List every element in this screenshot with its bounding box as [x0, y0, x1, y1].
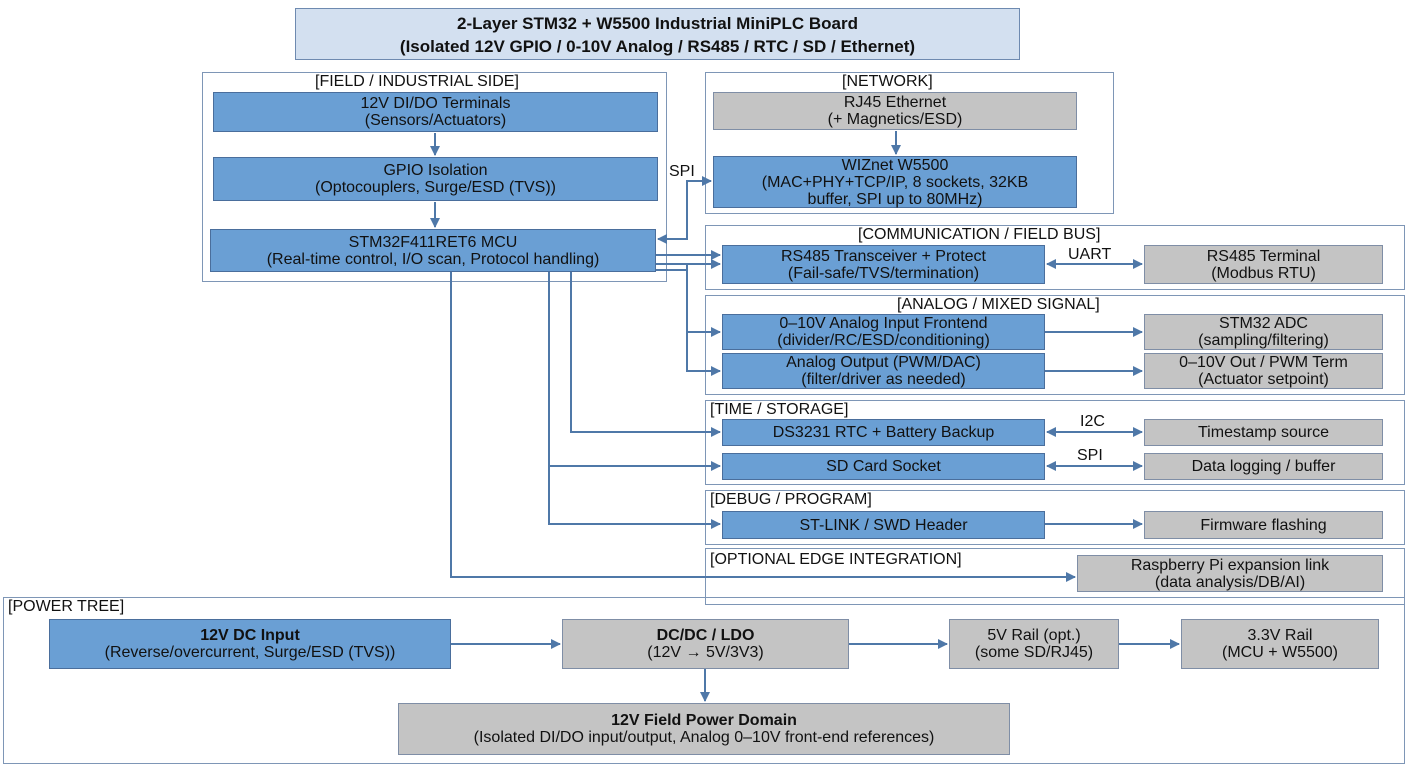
block-title: Timestamp source	[1198, 424, 1329, 441]
edge-label-spi-w5500: SPI	[669, 163, 695, 180]
block-stm32-adc: STM32 ADC (sampling/filtering)	[1144, 314, 1383, 350]
edge-label-spi-sd: SPI	[1077, 447, 1103, 464]
block-rtc: DS3231 RTC + Battery Backup	[722, 419, 1045, 446]
block-subtitle: (Sensors/Actuators)	[364, 112, 507, 129]
group-network	[705, 72, 1114, 214]
block-data-logging: Data logging / buffer	[1144, 453, 1383, 480]
block-rs485-transceiver: RS485 Transceiver + Protect (Fail-safe/T…	[722, 245, 1045, 284]
block-title: 0–10V Analog Input Frontend	[779, 315, 988, 332]
block-title: STM32F411RET6 MCU	[348, 233, 518, 251]
block-title: Analog Output (PWM/DAC)	[786, 354, 981, 371]
edge-label-uart: UART	[1068, 246, 1112, 263]
block-title: RJ45 Ethernet	[843, 94, 947, 111]
block-sd-socket: SD Card Socket	[722, 453, 1045, 480]
block-analog-input: 0–10V Analog Input Frontend (divider/RC/…	[722, 314, 1045, 350]
block-mcu: STM32F411RET6 MCU (Real-time control, I/…	[210, 229, 656, 272]
block-title: GPIO Isolation	[383, 162, 488, 179]
wire-mcu-analog-out	[686, 332, 721, 376]
group-debug	[705, 490, 1405, 545]
block-title: DS3231 RTC + Battery Backup	[772, 424, 995, 441]
block-analog-out-terminal: 0–10V Out / PWM Term (Actuator setpoint)	[1144, 353, 1383, 389]
block-rs485-terminal: RS485 Terminal (Modbus RTU)	[1144, 245, 1383, 284]
block-subtitle: (data analysis/DB/AI)	[1154, 573, 1306, 591]
title-line-1: 2-Layer STM32 + W5500 Industrial MiniPLC…	[456, 14, 859, 33]
block-5v-rail: 5V Rail (opt.) (some SD/RJ45)	[949, 619, 1119, 669]
block-title: RS485 Terminal	[1206, 247, 1321, 265]
wire-mcu-rtc	[570, 272, 721, 437]
block-subtitle: (Real-time control, I/O scan, Protocol h…	[266, 250, 600, 268]
block-title: Data logging / buffer	[1191, 458, 1336, 475]
block-analog-output: Analog Output (PWM/DAC) (filter/driver a…	[722, 353, 1045, 389]
block-title: 3.3V Rail	[1247, 627, 1313, 644]
block-title: Raspberry Pi expansion link	[1130, 556, 1330, 574]
block-timestamp: Timestamp source	[1144, 419, 1383, 446]
block-subtitle: (Optocouplers, Surge/ESD (TVS))	[315, 179, 556, 196]
block-title: 12V Field Power Domain	[611, 712, 797, 729]
block-stlink: ST-LINK / SWD Header	[722, 511, 1045, 539]
block-title: Firmware flashing	[1200, 516, 1327, 534]
block-subtitle: (Fail-safe/TVS/termination)	[787, 264, 980, 282]
block-title: DC/DC / LDO	[656, 627, 755, 644]
wire-mcu-stlink	[548, 466, 721, 529]
block-rj45: RJ45 Ethernet (+ Magnetics/ESD)	[713, 92, 1077, 130]
edge-label-i2c: I2C	[1080, 413, 1105, 430]
block-title: STM32 ADC	[1219, 315, 1308, 332]
block-dido-terminals: 12V DI/DO Terminals (Sensors/Actuators)	[213, 92, 658, 132]
block-title: 0–10V Out / PWM Term	[1179, 354, 1348, 371]
block-subtitle: (some SD/RJ45)	[974, 644, 1094, 661]
group-power	[3, 597, 1405, 764]
block-subtitle: (+ Magnetics/ESD)	[827, 111, 963, 128]
group-label-debug: [DEBUG / PROGRAM]	[710, 491, 872, 508]
group-label-field: [FIELD / INDUSTRIAL SIDE]	[315, 73, 519, 90]
block-title: RS485 Transceiver + Protect	[781, 247, 986, 265]
block-dcdc-ldo: DC/DC / LDO (12V → 5V/3V3)	[562, 619, 849, 669]
block-subtitle: (MAC+PHY+TCP/IP, 8 sockets, 32KB	[761, 173, 1029, 191]
wire-mcu-w5500-spi	[657, 176, 712, 244]
group-label-time: [TIME / STORAGE]	[710, 401, 849, 418]
group-label-power: [POWER TREE]	[8, 598, 125, 615]
block-12v-dc-input: 12V DC Input (Reverse/overcurrent, Surge…	[49, 619, 451, 669]
block-subtitle: (Isolated DI/DO input/output, Analog 0–1…	[473, 729, 935, 746]
block-subtitle: (MCU + W5500)	[1221, 644, 1339, 661]
title-line-2: (Isolated 12V GPIO / 0-10V Analog / RS48…	[399, 37, 916, 56]
block-title: 12V DC Input	[200, 627, 300, 644]
wire-mcu-sd	[548, 272, 721, 471]
block-title: SD Card Socket	[826, 458, 941, 475]
group-time	[705, 400, 1405, 485]
block-gpio-isolation: GPIO Isolation (Optocouplers, Surge/ESD …	[213, 157, 658, 201]
block-title: WIZnet W5500	[841, 156, 949, 174]
block-subtitle-2: buffer, SPI up to 80MHz)	[807, 190, 983, 208]
block-subtitle: (sampling/filtering)	[1198, 332, 1329, 349]
group-label-comm: [COMMUNICATION / FIELD BUS]	[858, 226, 1101, 243]
group-comm	[705, 225, 1405, 290]
block-3v3-rail: 3.3V Rail (MCU + W5500)	[1181, 619, 1379, 669]
block-subtitle: (12V → 5V/3V3)	[647, 644, 764, 661]
block-w5500: WIZnet W5500 (MAC+PHY+TCP/IP, 8 sockets,…	[713, 156, 1077, 208]
block-title: 12V DI/DO Terminals	[360, 95, 511, 112]
group-label-network: [NETWORK]	[842, 73, 933, 90]
block-title: ST-LINK / SWD Header	[799, 516, 968, 534]
block-12v-field-power: 12V Field Power Domain (Isolated DI/DO i…	[398, 703, 1010, 755]
block-subtitle: (divider/RC/ESD/conditioning)	[777, 332, 990, 349]
block-title: 5V Rail (opt.)	[987, 627, 1081, 644]
block-firmware-flashing: Firmware flashing	[1144, 511, 1383, 539]
wire-mcu-analog-in	[686, 264, 721, 337]
block-subtitle: (Reverse/overcurrent, Surge/ESD (TVS))	[104, 644, 396, 661]
diagram-title: 2-Layer STM32 + W5500 Industrial MiniPLC…	[295, 8, 1020, 60]
group-label-edge: [OPTIONAL EDGE INTEGRATION]	[710, 551, 962, 568]
block-subtitle: (Modbus RTU)	[1211, 264, 1316, 282]
wire-mcu-rpi	[450, 272, 1076, 582]
block-raspberry-pi: Raspberry Pi expansion link (data analys…	[1077, 555, 1383, 592]
block-subtitle: (Actuator setpoint)	[1198, 371, 1329, 388]
group-label-analog: [ANALOG / MIXED SIGNAL]	[897, 296, 1100, 313]
block-subtitle: (filter/driver as needed)	[801, 371, 966, 388]
group-analog	[705, 295, 1405, 395]
